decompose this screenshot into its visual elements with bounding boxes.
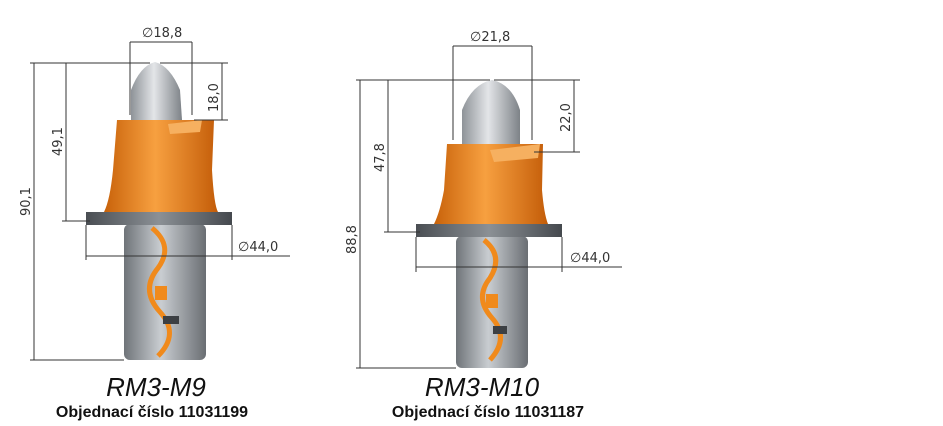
dim-upper-height	[384, 79, 490, 233]
dim-total-height	[356, 79, 456, 369]
flange-diameter-label: ∅44,0	[570, 251, 610, 266]
upper-height-label: 49,1	[51, 127, 66, 156]
tip-height-label: 22,0	[559, 103, 574, 132]
product-rm3-m10: ∅21,8 22,0 47,8 88,8 ∅44,0	[345, 30, 622, 369]
carbide-tip	[131, 62, 182, 120]
order-value: 11031187	[514, 404, 585, 421]
dim-tip-height	[494, 79, 580, 153]
flange-diameter-label: ∅44,0	[238, 240, 278, 255]
model-name-rm3-m9: RM3-M9	[106, 372, 206, 402]
clip-tab	[155, 286, 167, 300]
retaining-clip	[480, 238, 503, 362]
order-number-rm3-m9: Objednací číslo 11031199	[0, 404, 312, 422]
slot	[493, 326, 507, 334]
dim-tip-diameter	[452, 45, 533, 140]
product-rm3-m9: ∅18,8 18,0 49,1 90,1 ∅44,0	[19, 26, 290, 361]
tip-diameter-label: ∅21,8	[470, 30, 510, 45]
dim-tip-height	[160, 62, 228, 121]
body-notch	[168, 120, 202, 134]
model-name-rm3-m10: RM3-M10	[424, 372, 540, 402]
total-height-label: 88,8	[345, 225, 360, 254]
dim-total-height	[30, 62, 124, 361]
dim-flange-diameter	[415, 237, 622, 272]
order-label: Objednací číslo	[391, 404, 511, 421]
dim-tip-diameter	[129, 41, 193, 115]
order-label: Objednací číslo	[55, 404, 175, 421]
retaining-clip	[147, 226, 172, 358]
order-number-rm3-m10: Objednací číslo 11031187	[328, 404, 648, 422]
flange	[416, 224, 562, 237]
slot	[163, 316, 179, 324]
tip-diameter-label: ∅18,8	[142, 26, 182, 41]
cutter-body	[104, 120, 218, 212]
total-height-label: 90,1	[19, 187, 34, 216]
tip-height-label: 18,0	[207, 83, 222, 112]
body-notch	[490, 144, 540, 162]
order-value: 11031199	[178, 404, 249, 421]
flange	[86, 212, 232, 225]
cutter-body	[434, 144, 548, 224]
dim-upper-height	[62, 62, 150, 222]
carbide-tip	[462, 80, 520, 144]
clip-tab	[486, 294, 498, 308]
dim-flange-diameter	[85, 225, 290, 260]
upper-height-label: 47,8	[373, 143, 388, 172]
